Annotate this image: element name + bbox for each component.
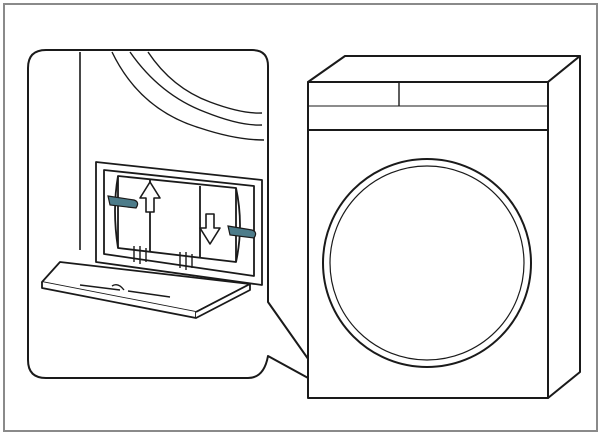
arrow-up-icon — [139, 181, 161, 213]
lever-right — [227, 225, 257, 239]
flap-grip — [79, 283, 171, 298]
lever-left — [107, 195, 139, 209]
dryer-door — [322, 158, 532, 368]
drum-arcs — [111, 51, 265, 141]
opened-flap — [41, 261, 251, 319]
filter-housing — [95, 161, 263, 286]
door-hinges — [133, 246, 193, 270]
arrow-down-icon — [199, 213, 221, 245]
tumble-dryer-icon — [307, 55, 581, 399]
